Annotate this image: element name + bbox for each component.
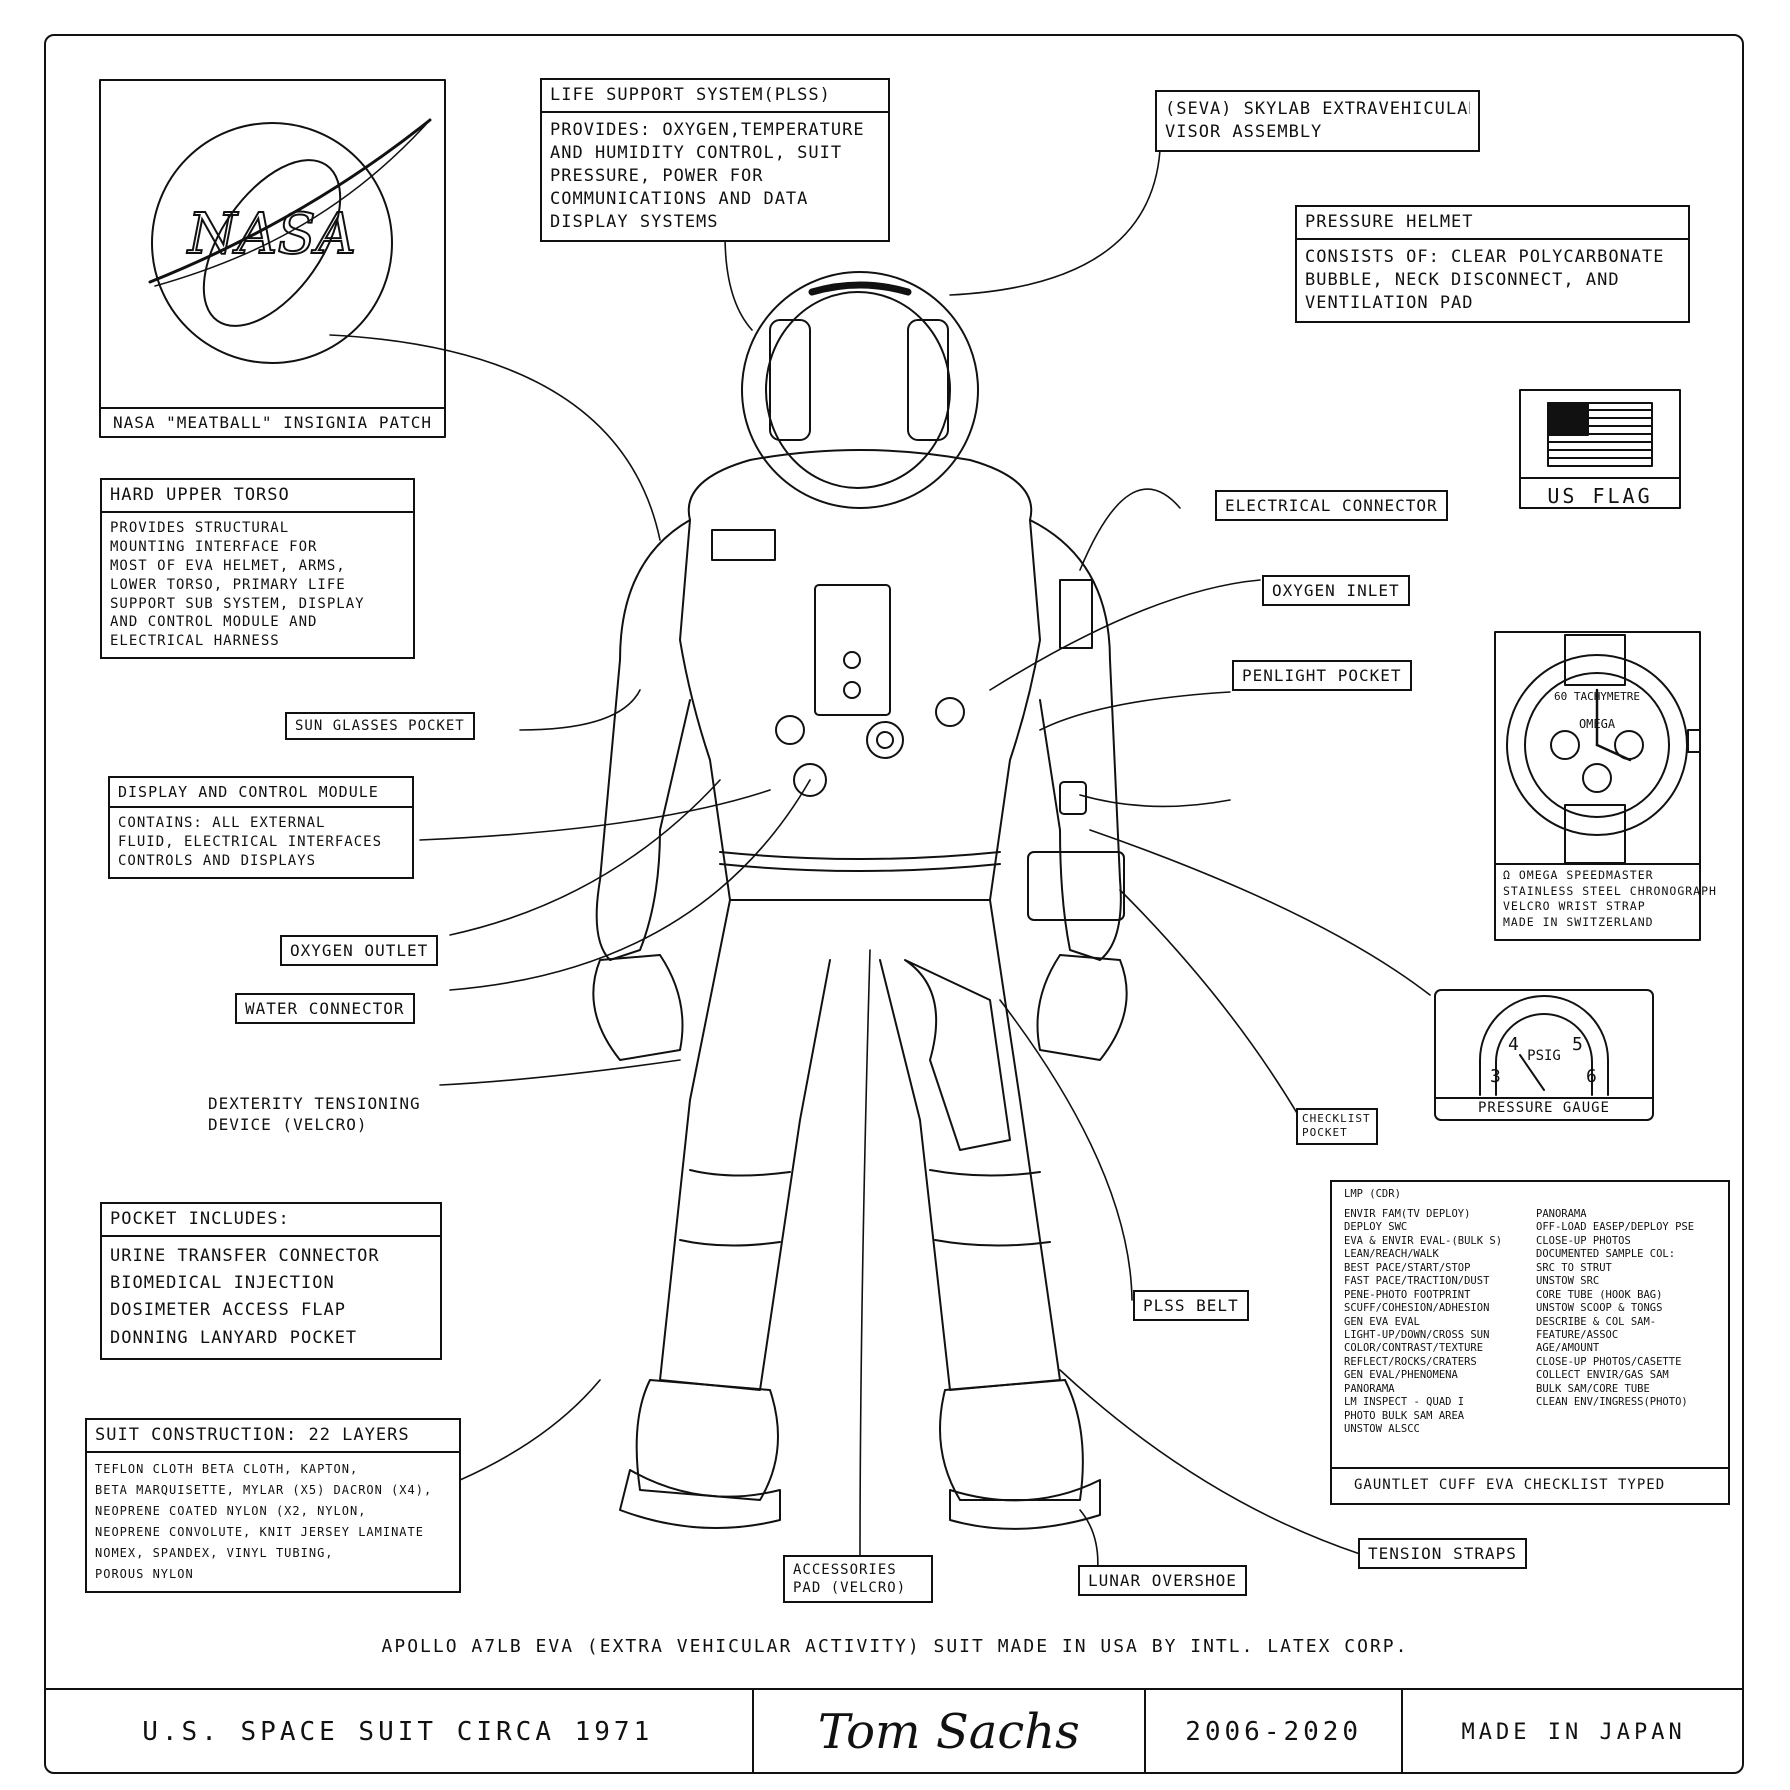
us-flag-icon (1547, 402, 1653, 467)
checklist-pocket-label: CHECKLIST POCKET (1296, 1108, 1378, 1145)
pocket-includes-box: POCKET INCLUDES: URINE TRANSFER CONNECTO… (100, 1202, 442, 1360)
footer-years: 2006-2020 (1146, 1690, 1404, 1774)
electrical-connector-label: ELECTRICAL CONNECTOR (1215, 490, 1448, 521)
nasa-patch-frame (99, 79, 446, 438)
oxygen-inlet-label: OXYGEN INLET (1262, 575, 1410, 606)
nasa-meatball-icon (151, 122, 393, 364)
accessories-pad-label: ACCESSORIES PAD (VELCRO) (783, 1555, 933, 1604)
pressure-helmet-box: PRESSURE HELMET CONSISTS OF: CLEAR POLYC… (1295, 205, 1690, 323)
astronaut-figure (592, 271, 1128, 1530)
water-connector-label: WATER CONNECTOR (235, 993, 415, 1024)
us-flag-frame (1519, 389, 1681, 509)
lunar-overshoe-label: LUNAR OVERSHOE (1078, 1565, 1247, 1596)
dcm-title: DISPLAY AND CONTROL MODULE (110, 778, 412, 809)
footer-origin: MADE IN JAPAN (1461, 1719, 1686, 1745)
pressure-helmet-title: PRESSURE HELMET (1305, 212, 1474, 232)
plss-title: LIFE SUPPORT SYSTEM(PLSS) (542, 80, 888, 113)
us-flag-caption: US FLAG (1547, 484, 1653, 508)
pressure-gauge-icon (1479, 995, 1609, 1096)
penlight-pocket-label: PENLIGHT POCKET (1232, 660, 1412, 691)
watch-caption: Ω OMEGA SPEEDMASTER STAINLESS STEEL CHRO… (1503, 868, 1717, 929)
leader-lines (329, 149, 1431, 1591)
gauge-tick: 6 (1586, 1066, 1597, 1087)
checklist-caption: GAUNTLET CUFF EVA CHECKLIST TYPED (1332, 1467, 1728, 1503)
gauge-tick: 4 (1508, 1034, 1519, 1055)
tension-straps-label: TENSION STRAPS (1358, 1538, 1527, 1569)
gauge-tick: 3 (1490, 1066, 1501, 1087)
suit-construction-box: SUIT CONSTRUCTION: 22 LAYERS TEFLON CLOT… (85, 1418, 461, 1593)
pressure-gauge-caption: PRESSURE GAUGE (1477, 1100, 1610, 1116)
checklist-title: LMP (CDR) (1344, 1188, 1401, 1200)
pressure-gauge-frame (1434, 989, 1654, 1121)
plss-box: LIFE SUPPORT SYSTEM(PLSS) PROVIDES: OXYG… (540, 78, 890, 242)
footer-strip: U.S. SPACE SUIT CIRCA 1971 Tom Sachs 200… (44, 1688, 1744, 1774)
display-control-module-box: DISPLAY AND CONTROL MODULE CONTAINS: ALL… (108, 776, 414, 879)
footer-title: U.S. SPACE SUIT CIRCA 1971 (44, 1690, 754, 1774)
plss-belt-label: PLSS BELT (1133, 1290, 1249, 1321)
pocket-includes-title: POCKET INCLUDES: (102, 1204, 440, 1237)
nasa-logo-text: NASA (186, 202, 356, 267)
hard-upper-torso-title: HARD UPPER TORSO (102, 480, 413, 513)
gauge-tick: 5 (1572, 1034, 1583, 1055)
watch-dial-top: 60 TACHYMETRE (1554, 690, 1640, 703)
dexterity-tensioning-label: DEXTERITY TENSIONING DEVICE (VELCRO) (200, 1090, 440, 1140)
artist-signature: Tom Sachs (754, 1690, 1147, 1774)
nasa-patch-caption: NASA "MEATBALL" INSIGNIA PATCH (113, 413, 432, 432)
omega-watch-icon (1506, 634, 1701, 864)
gauge-unit: PSIG (1527, 1048, 1561, 1064)
oxygen-outlet-label: OXYGEN OUTLET (280, 935, 439, 966)
sunglasses-pocket-label: SUN GLASSES POCKET (285, 712, 475, 740)
drawing-frame (44, 34, 1744, 1774)
watch-frame (1494, 631, 1701, 941)
watch-brand: OMEGA (1579, 717, 1616, 731)
gauntlet-checklist: LMP (CDR) ENVIR FAM(TV DEPLOY)DEPLOY SWC… (1330, 1180, 1730, 1505)
suit-construction-title: SUIT CONSTRUCTION: 22 LAYERS (87, 1420, 459, 1453)
suit-caption: APOLLO A7LB EVA (EXTRA VEHICULAR ACTIVIT… (381, 1636, 1409, 1657)
